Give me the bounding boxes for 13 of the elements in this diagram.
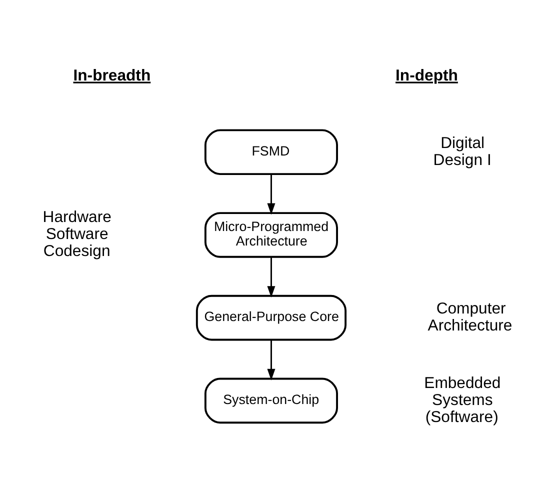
arrow <box>267 340 276 380</box>
node-box: General-Purpose Core <box>196 294 347 340</box>
arrow <box>267 174 276 214</box>
arrow <box>267 256 276 298</box>
label: Computer Architecture <box>428 300 512 334</box>
node-box: System-on-Chip <box>204 377 338 424</box>
label: Hardware Software Codesign <box>42 208 112 260</box>
label: Embedded Systems (Software) <box>424 374 501 426</box>
label: In-breadth <box>73 67 151 84</box>
label: Digital Design I <box>433 134 492 168</box>
node-box: Micro-Programmed Architecture <box>204 212 338 258</box>
node-box: FSMD <box>204 128 338 175</box>
label: In-depth <box>396 67 458 84</box>
